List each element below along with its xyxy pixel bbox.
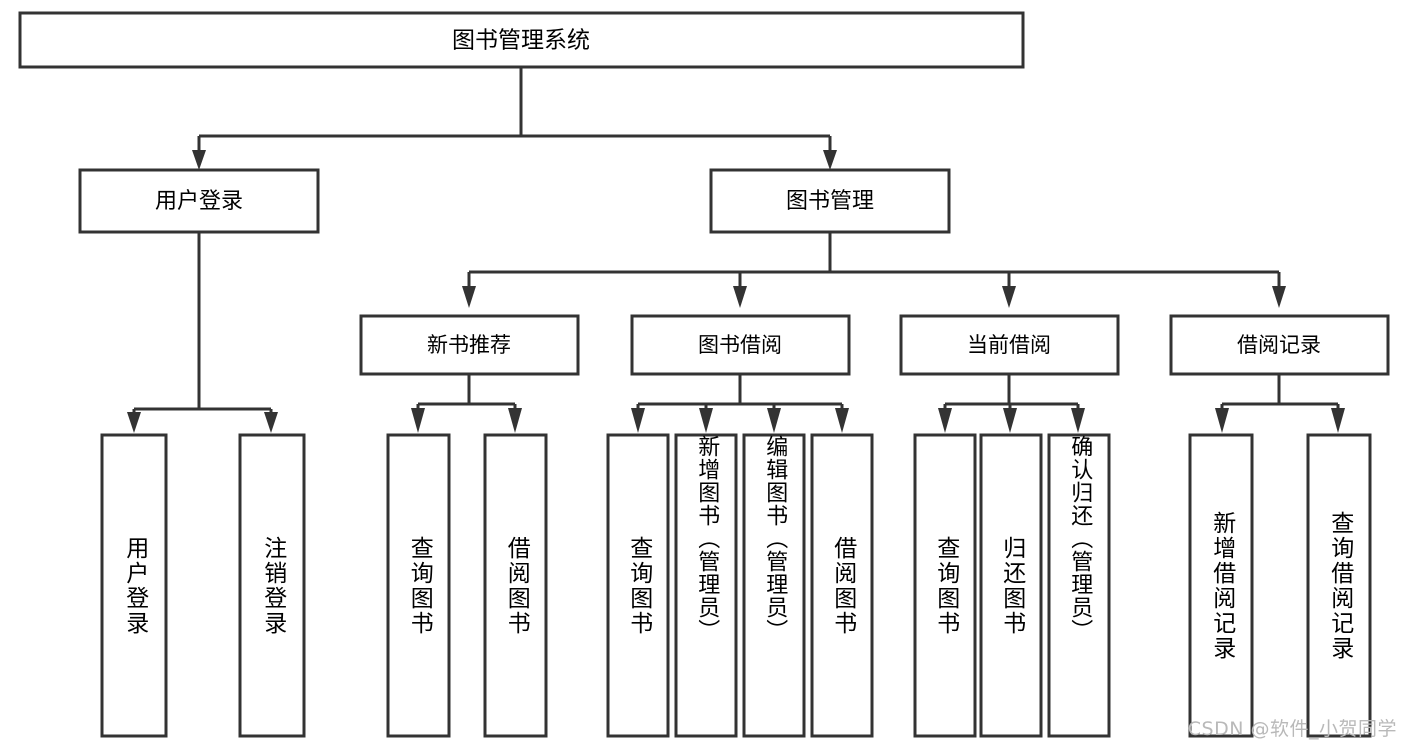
arrow-current-borrow bbox=[1002, 286, 1016, 308]
node-borrow-record[interactable]: 借阅记录 bbox=[1169, 314, 1390, 376]
leaf-box-user-login[interactable] bbox=[100, 433, 168, 738]
node-book-manage-label: 图书管理 bbox=[786, 189, 874, 214]
node-current-borrow-label: 当前借阅 bbox=[967, 333, 1051, 357]
arrow-leaf-confirm-return bbox=[1071, 408, 1085, 433]
arrow-leaf-add-record bbox=[1215, 408, 1229, 433]
edges-level2-to-level3 bbox=[462, 232, 1286, 308]
edges-current-borrow-to-leaves bbox=[938, 374, 1085, 433]
leaf-boxes bbox=[100, 433, 1372, 738]
leaf-box-user-logout[interactable] bbox=[238, 433, 306, 738]
node-new-book-recommend-label: 新书推荐 bbox=[427, 333, 511, 357]
leaf-box-query-book-1[interactable] bbox=[386, 433, 451, 738]
arrow-leaf-borrow-book-2 bbox=[835, 408, 849, 433]
leaf-box-add-record[interactable] bbox=[1188, 433, 1254, 738]
edges-new-book-to-leaves bbox=[411, 374, 522, 433]
leaf-box-edit-book[interactable] bbox=[742, 433, 806, 738]
arrow-user-login bbox=[192, 150, 206, 170]
node-root-box bbox=[18, 11, 1025, 69]
arrow-new-book-recommend bbox=[462, 286, 476, 308]
node-user-login[interactable]: 用户登录 bbox=[78, 168, 320, 234]
arrow-leaf-query-record bbox=[1331, 408, 1345, 433]
arrow-leaf-query-book-1 bbox=[411, 408, 425, 433]
leaf-box-query-book-3[interactable] bbox=[913, 433, 977, 738]
leaf-box-add-book[interactable] bbox=[674, 433, 738, 738]
arrow-leaf-query-book-3 bbox=[938, 408, 952, 433]
node-book-borrow-label: 图书借阅 bbox=[698, 333, 782, 357]
edges-root-to-level2 bbox=[192, 67, 837, 170]
arrow-leaf-query-book-2 bbox=[631, 408, 645, 433]
arrow-leaf-add-book bbox=[699, 408, 713, 433]
arrow-leaf-user-logout bbox=[264, 412, 278, 433]
node-borrow-record-label: 借阅记录 bbox=[1237, 333, 1321, 357]
node-new-book-recommend[interactable]: 新书推荐 bbox=[359, 314, 580, 376]
leaf-box-confirm-return[interactable] bbox=[1047, 433, 1111, 738]
node-root[interactable]: 图书管理系统 bbox=[18, 11, 1025, 69]
leaf-box-query-book-2[interactable] bbox=[606, 433, 670, 738]
leaf-box-query-record[interactable] bbox=[1306, 433, 1372, 738]
leaf-box-return-book[interactable] bbox=[979, 433, 1043, 738]
node-book-manage[interactable]: 图书管理 bbox=[709, 168, 951, 234]
node-current-borrow-box bbox=[899, 314, 1120, 376]
leaf-box-borrow-book-2[interactable] bbox=[810, 433, 874, 738]
node-user-login-box bbox=[78, 168, 320, 234]
arrow-leaf-user-login bbox=[127, 412, 141, 433]
edges-user-login-to-leaves bbox=[127, 232, 278, 433]
leaf-box-borrow-book-1[interactable] bbox=[483, 433, 548, 738]
arrow-borrow-record bbox=[1272, 286, 1286, 308]
node-book-borrow[interactable]: 图书借阅 bbox=[630, 314, 851, 376]
arrow-leaf-borrow-book-1 bbox=[508, 408, 522, 433]
arrow-book-borrow bbox=[733, 286, 747, 308]
edges-borrow-record-to-leaves bbox=[1215, 374, 1345, 433]
csdn-watermark: CSDN @软件_小贺同学 bbox=[1187, 718, 1397, 740]
node-borrow-record-box bbox=[1169, 314, 1390, 376]
node-book-borrow-box bbox=[630, 314, 851, 376]
arrow-leaf-return-book bbox=[1003, 408, 1017, 433]
node-user-login-label: 用户登录 bbox=[155, 189, 243, 214]
arrow-book-manage bbox=[823, 150, 837, 170]
edges-book-borrow-to-leaves bbox=[631, 374, 849, 433]
node-current-borrow[interactable]: 当前借阅 bbox=[899, 314, 1120, 376]
node-new-book-recommend-box bbox=[359, 314, 580, 376]
node-book-manage-box bbox=[709, 168, 951, 234]
node-root-label: 图书管理系统 bbox=[452, 28, 590, 54]
arrow-leaf-edit-book bbox=[767, 408, 781, 433]
